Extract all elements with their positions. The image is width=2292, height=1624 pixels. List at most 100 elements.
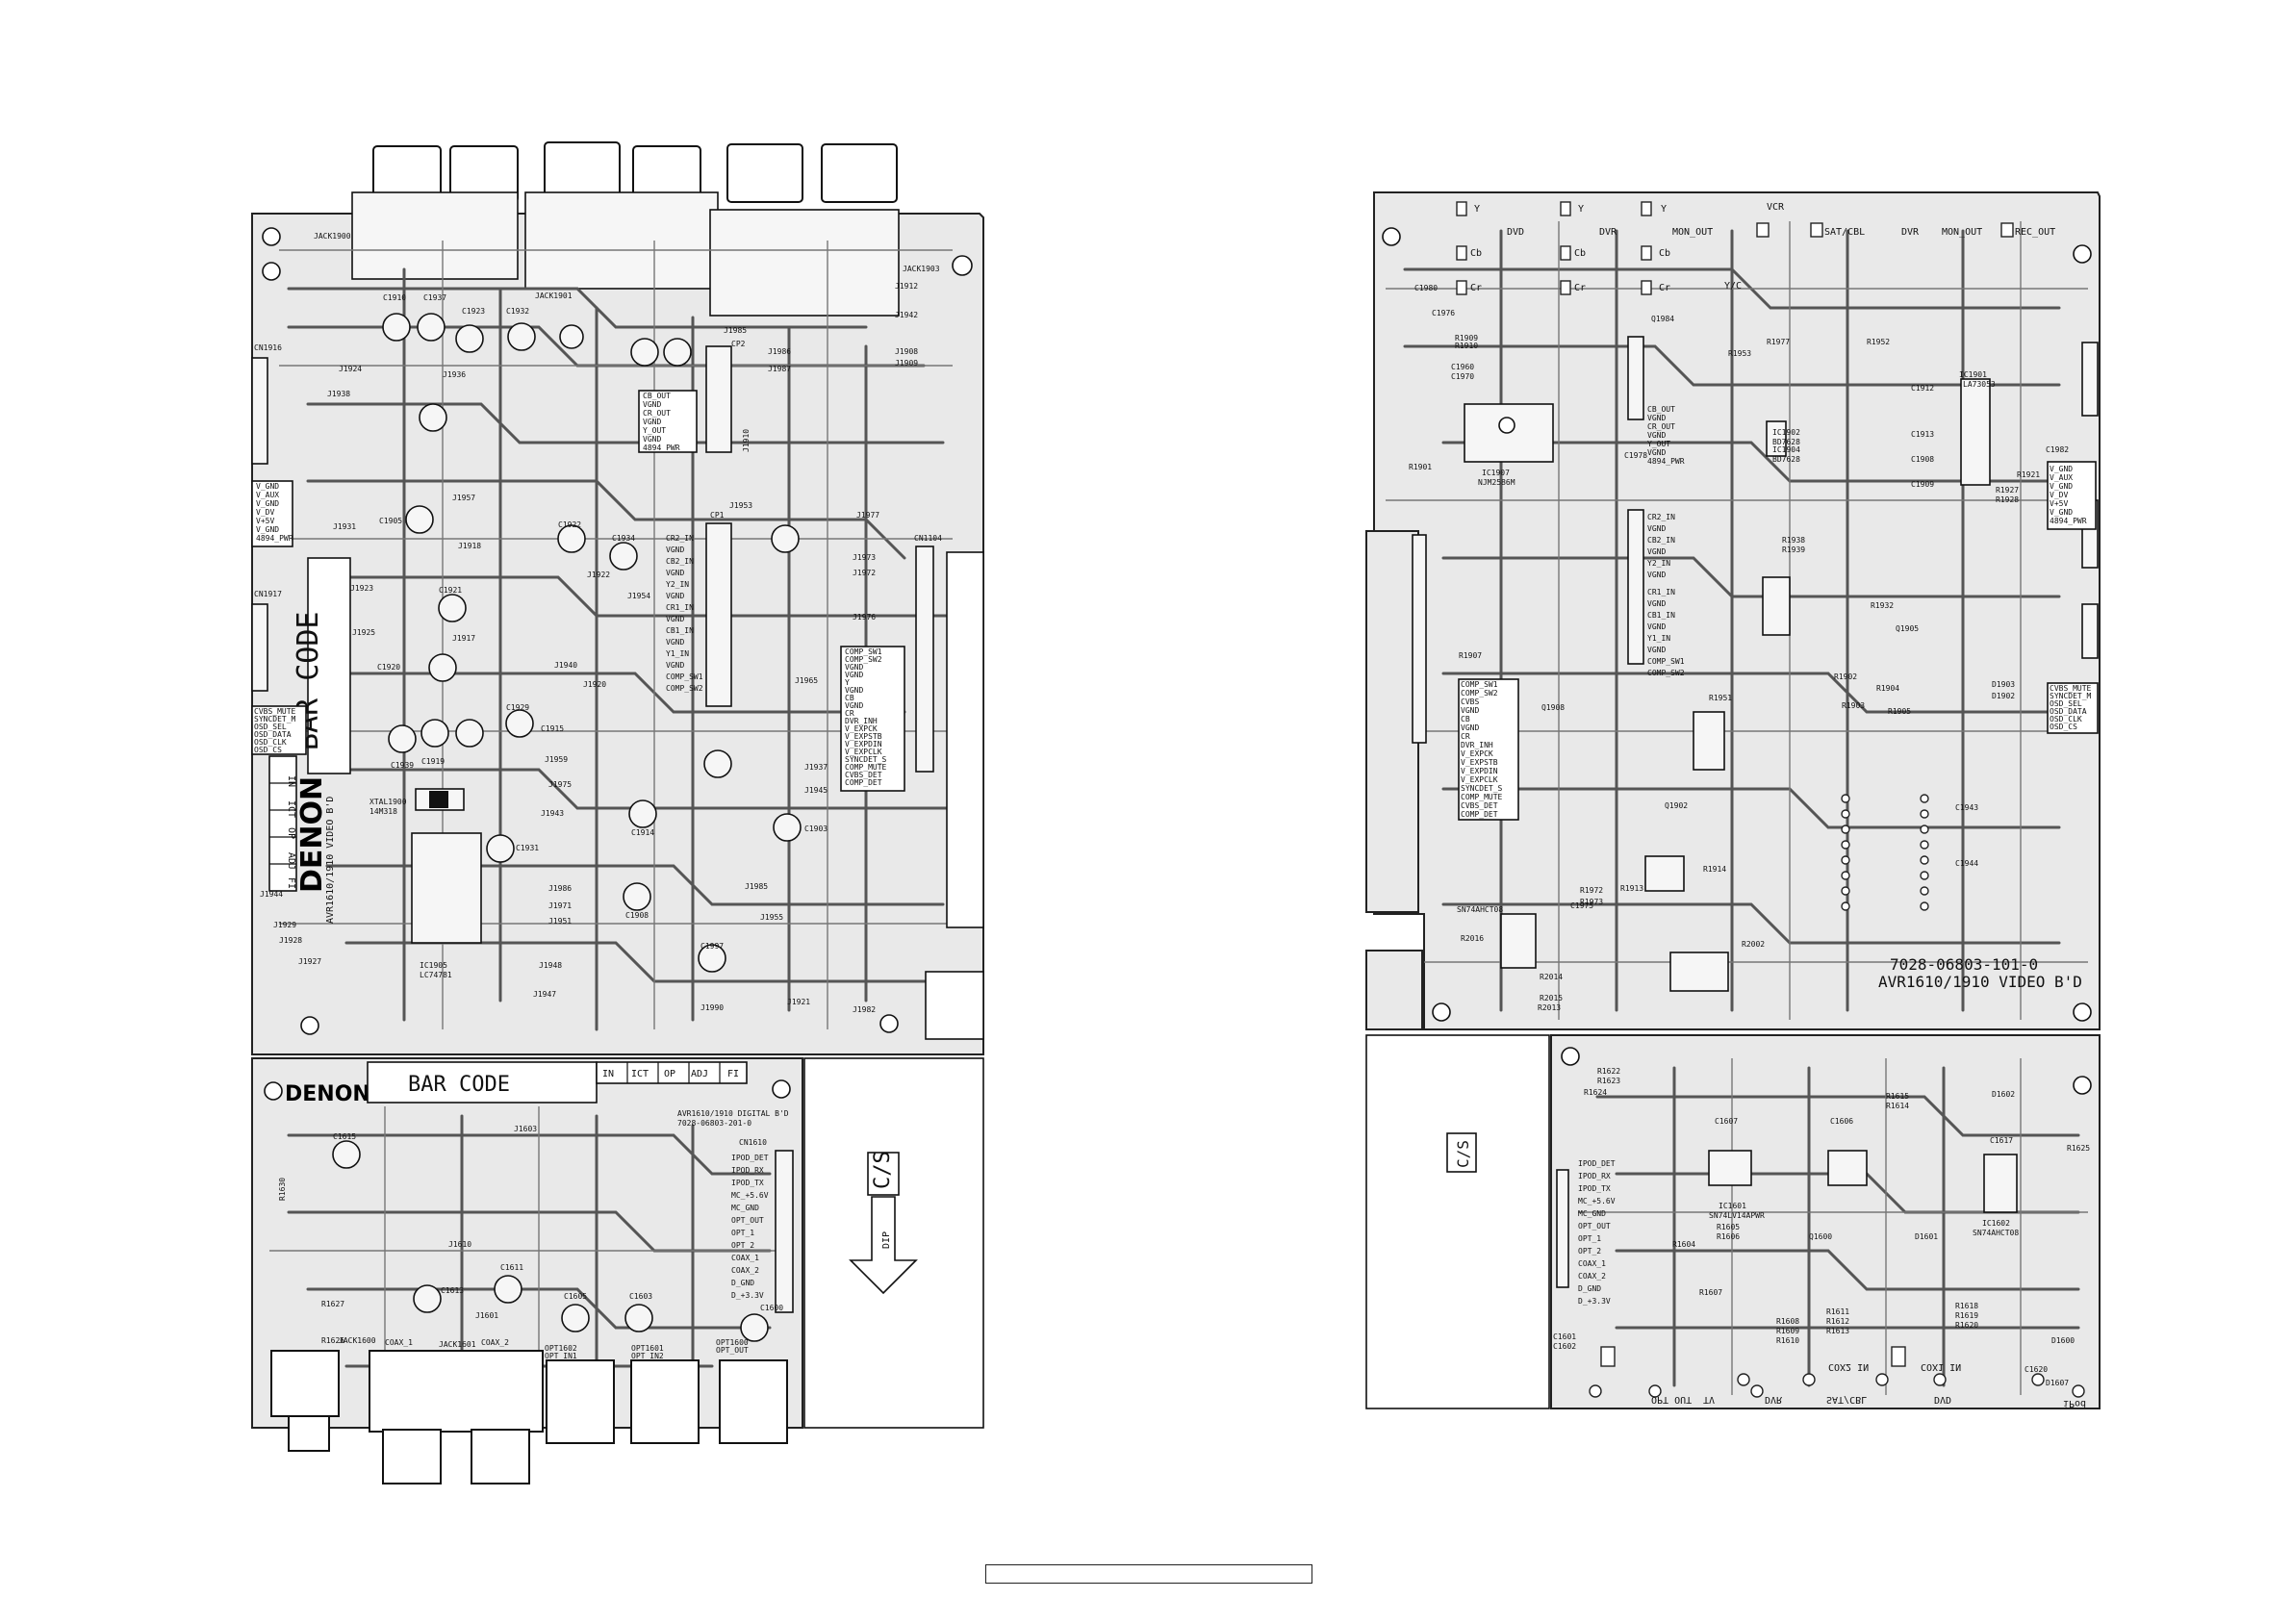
svg-text:R1625: R1625 — [2067, 1144, 2090, 1153]
svg-text:SN74LV14APWR: SN74LV14APWR — [1709, 1211, 1765, 1220]
svg-text:NJM2586M: NJM2586M — [1478, 478, 1515, 487]
svg-text:Cb: Cb — [1470, 248, 1482, 259]
svg-text:OPT1602: OPT1602 — [545, 1344, 577, 1353]
svg-text:C1617: C1617 — [1990, 1136, 2013, 1145]
svg-text:J1923: J1923 — [350, 584, 373, 593]
svg-text:COX2 IN: COX2 IN — [1828, 1361, 1869, 1372]
connector-cp1 — [705, 522, 732, 707]
left-capacitors — [382, 313, 802, 973]
svg-text:JACK1600: JACK1600 — [339, 1336, 376, 1345]
svg-text:R1626: R1626 — [321, 1336, 344, 1345]
right-cs-panel — [1365, 1034, 1550, 1409]
svg-text:J1976: J1976 — [853, 613, 876, 622]
svg-text:C1602: C1602 — [1553, 1342, 1576, 1351]
right-digital-board: C/S IPOD_DET IPOD_RX IPOD_TX MC_+5.6V MC… — [1365, 1034, 2101, 1409]
rca-jack-5 — [821, 143, 898, 203]
capacitor-c1920 — [428, 653, 457, 682]
svg-text:R1612: R1612 — [1826, 1317, 1849, 1326]
svg-text:C1922: C1922 — [558, 520, 581, 529]
svg-text:D1601: D1601 — [1915, 1232, 1938, 1241]
svg-text:C1934: C1934 — [612, 534, 635, 543]
svg-text:R1624: R1624 — [1584, 1088, 1607, 1097]
svg-text:C1980: C1980 — [1414, 284, 1438, 292]
svg-text:C1606: C1606 — [1830, 1117, 1853, 1126]
svg-text:CP1: CP1 — [710, 511, 725, 520]
svg-text:J1943: J1943 — [541, 809, 564, 818]
svg-text:J1945: J1945 — [804, 786, 828, 795]
svg-text:R1939: R1939 — [1782, 546, 1805, 554]
svg-text:ADJ: ADJ — [691, 1069, 708, 1079]
svg-text:R1902: R1902 — [1834, 672, 1857, 681]
ic1603 — [1827, 1150, 1868, 1186]
left-digital-test-boxes: IN ICT OP ADJ FI — [596, 1061, 748, 1084]
svg-text:BD7628: BD7628 — [1772, 438, 1800, 446]
connector-cn1916 — [251, 357, 268, 465]
svg-text:Q1600: Q1600 — [1809, 1232, 1832, 1241]
svg-text:C1905: C1905 — [379, 517, 402, 525]
left-digital-jacks — [270, 1350, 788, 1484]
svg-text:R1606: R1606 — [1717, 1232, 1740, 1241]
svg-text:R1938: R1938 — [1782, 536, 1805, 545]
svg-text:IC1901: IC1901 — [1959, 370, 1987, 379]
svg-text:ICT: ICT — [286, 800, 296, 818]
svg-text:OPT_IN2: OPT_IN2 — [631, 1352, 664, 1360]
ic1905-right — [1644, 855, 1685, 892]
left-denon-brand: DENON — [295, 776, 329, 893]
svg-text:R1620: R1620 — [1955, 1321, 1978, 1330]
svg-text:R1921: R1921 — [2017, 470, 2040, 479]
capacitor-c1603 — [624, 1304, 653, 1332]
svg-text:C1920: C1920 — [377, 663, 400, 672]
ic1901 — [1960, 378, 1991, 486]
right-video-board-side-tab — [1365, 530, 1419, 913]
left-mounting-holes — [262, 227, 973, 1035]
svg-text:FI: FI — [727, 1069, 739, 1079]
capacitor-c1912 — [703, 749, 732, 778]
capacitor-c1955 — [663, 338, 692, 367]
left-barcode-box — [307, 557, 351, 774]
svg-text:IN: IN — [602, 1069, 614, 1079]
svg-text:J1971: J1971 — [548, 901, 572, 910]
capacitor-c1997 — [698, 944, 726, 973]
connector-cn1104 — [915, 546, 934, 773]
svg-text:J1982: J1982 — [853, 1005, 876, 1014]
svg-text:TV: TV — [1703, 1394, 1715, 1405]
svg-text:C1970: C1970 — [1451, 372, 1474, 381]
coax1-barrel — [382, 1429, 442, 1484]
svg-text:J1977: J1977 — [856, 511, 879, 520]
jack1600-barrel — [288, 1415, 330, 1452]
svg-text:OPT OUT: OPT OUT — [1651, 1394, 1692, 1405]
right-center-signal-text: CB_OUT VGND CR_OUT VGND Y_OUT VGND 4894_… — [1647, 405, 1689, 677]
svg-text:C1997: C1997 — [700, 942, 724, 951]
connector-cp2 — [705, 345, 732, 453]
ic1905 — [411, 832, 482, 944]
svg-text:VCR: VCR — [1767, 202, 1785, 213]
svg-text:C1931: C1931 — [516, 844, 539, 852]
ic1904 — [1766, 420, 1787, 457]
capacitor-c1611 — [494, 1275, 522, 1304]
svg-text:R1903: R1903 — [1842, 701, 1865, 710]
cs-label: C/S — [871, 1151, 895, 1189]
svg-text:DVD: DVD — [1507, 227, 1524, 238]
svg-text:J1921: J1921 — [787, 998, 810, 1006]
svg-text:R1977: R1977 — [1767, 338, 1790, 346]
left-board-side-slot — [946, 551, 984, 928]
svg-text:J1957: J1957 — [452, 494, 475, 502]
svg-text:IC1904: IC1904 — [1772, 445, 1800, 454]
capacitor-c1903 — [773, 813, 802, 842]
svg-text:SN74AHCT08: SN74AHCT08 — [1973, 1229, 2019, 1237]
ic2000 — [1669, 952, 1729, 992]
svg-text:OP: OP — [664, 1069, 675, 1079]
svg-text:J1944: J1944 — [260, 890, 283, 899]
svg-text:IC1601: IC1601 — [1719, 1202, 1746, 1210]
svg-text:J1959: J1959 — [545, 755, 568, 764]
svg-text:J1954: J1954 — [627, 592, 650, 600]
svg-text:R1910: R1910 — [1455, 342, 1478, 350]
svg-text:R1953: R1953 — [1728, 349, 1751, 358]
capacitor-c1939 — [382, 313, 411, 342]
svg-text:C1607: C1607 — [1715, 1117, 1738, 1126]
svg-text:OPT1600: OPT1600 — [716, 1338, 749, 1347]
right-digital-ic-labels: IC1601 SN74LV14APWR IC1602 SN74AHCT08 — [1709, 1202, 2019, 1237]
capacitor-c1921 — [438, 594, 467, 622]
svg-text:D1902: D1902 — [1992, 692, 2015, 700]
capacitor-c1937 — [417, 313, 446, 342]
